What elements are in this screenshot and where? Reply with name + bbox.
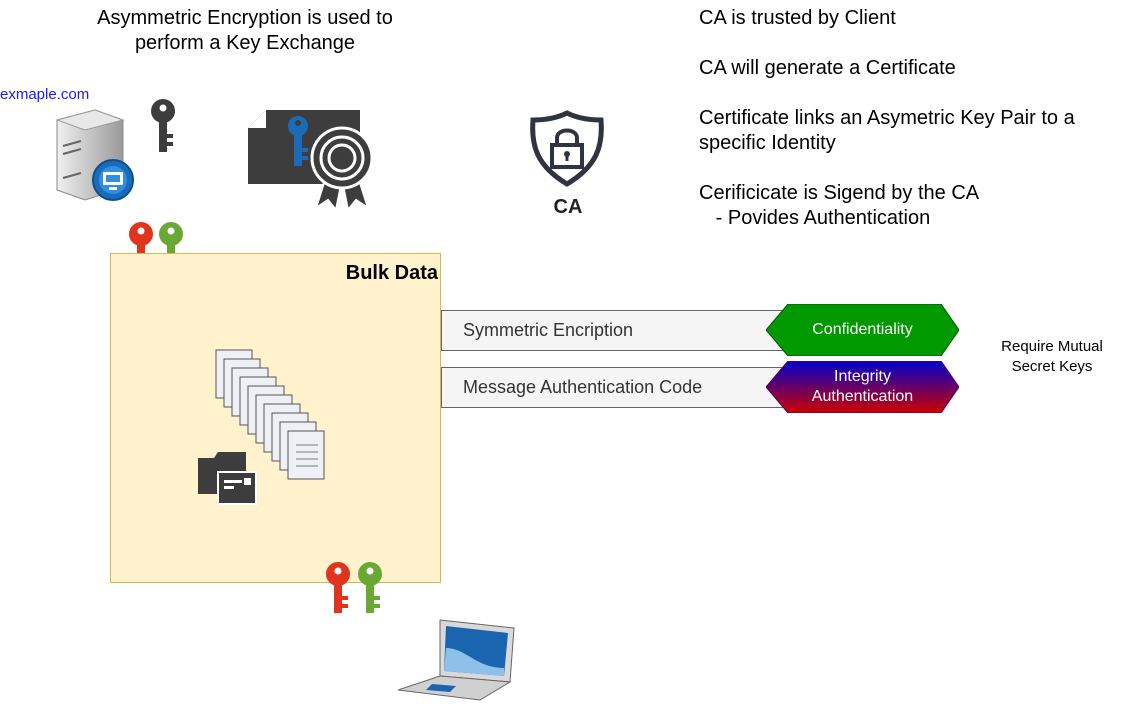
confidentiality-label: Confidentiality bbox=[812, 321, 913, 338]
ca-note-5: - Povides Authentication bbox=[699, 207, 931, 229]
server-icon bbox=[55, 109, 134, 201]
mutual-keys-note: Require Mutual Secret Keys bbox=[1001, 338, 1103, 375]
key-exchange-title: Asymmetric Encryption is used to perform… bbox=[97, 7, 393, 54]
ca-note-2: CA will generate a Certificate bbox=[699, 57, 956, 79]
integrity-label: Integrity bbox=[834, 368, 891, 385]
documents-stack-icon bbox=[215, 349, 325, 480]
mac-row: Message Authentication Code bbox=[441, 367, 786, 408]
ca-note-3: Certificate links an Asymetric Key Pair … bbox=[699, 107, 1075, 154]
certificate-icon bbox=[248, 110, 374, 212]
symmetric-encryption-row: Symmetric Encription bbox=[441, 310, 786, 351]
mac-label: Message Authentication Code bbox=[463, 377, 703, 397]
dark-key-icon bbox=[151, 99, 175, 152]
ca-label: CA bbox=[553, 196, 583, 218]
green-key-icon bbox=[358, 562, 382, 613]
folder-icon bbox=[198, 452, 257, 505]
bulk-data-box: Bulk Data bbox=[110, 253, 441, 583]
symmetric-encryption-label: Symmetric Encription bbox=[463, 320, 634, 340]
confidentiality-tag: Confidentiality bbox=[766, 304, 959, 356]
ca-notes: CA is trusted by Client CA will generate… bbox=[699, 6, 1129, 231]
ca-shield-lock-icon bbox=[530, 110, 604, 187]
bulk-data-title: Bulk Data bbox=[345, 262, 438, 284]
server-label: exmaple.com bbox=[0, 86, 90, 103]
red-key-icon bbox=[326, 562, 350, 613]
ca-note-4: Cerificicate is Sigend by the CA bbox=[699, 182, 980, 204]
integrity-authentication-tag: Integrity Authentication bbox=[766, 361, 959, 413]
ca-note-1: CA is trusted by Client bbox=[699, 7, 896, 29]
authentication-label: Authentication bbox=[811, 388, 914, 405]
laptop-icon bbox=[397, 619, 515, 701]
